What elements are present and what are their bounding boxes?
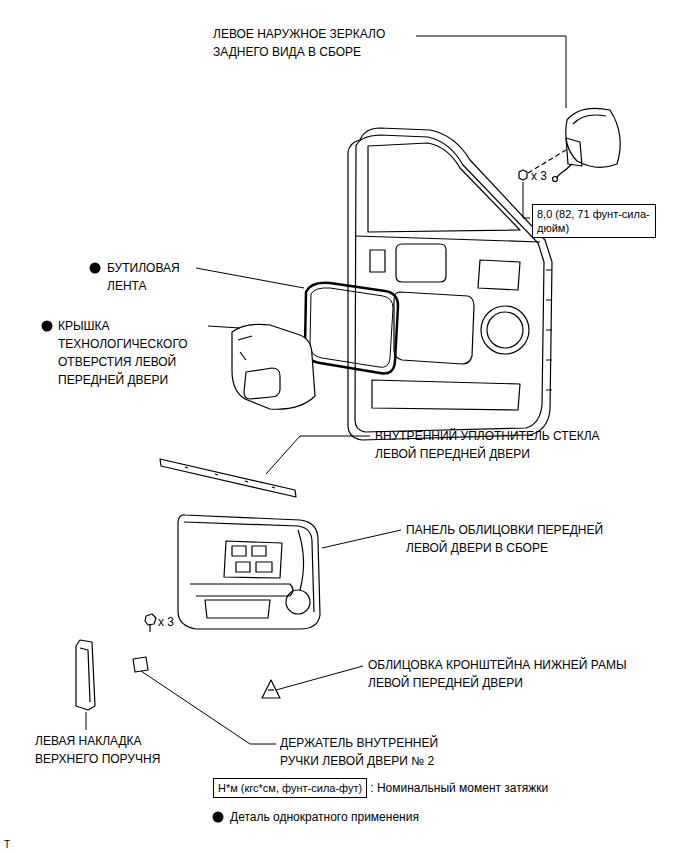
- hole-cover: [238, 336, 252, 360]
- handle-holder: [133, 657, 148, 672]
- hole-cover-cutout: [244, 368, 280, 399]
- torque-box: 8,0 (82, 71 фунт-сила-дюйм): [532, 204, 656, 238]
- legend-text: Деталь однократного применения: [230, 808, 419, 826]
- page-mark: Т: [4, 836, 10, 854]
- quantity-label: x 3: [158, 613, 174, 631]
- butyl-tape: [310, 288, 393, 367]
- speaker-hole: [481, 306, 529, 354]
- single-use-mark: [90, 263, 101, 274]
- door-hole: [372, 380, 520, 410]
- nut: [519, 170, 527, 180]
- leader-line: [416, 36, 566, 108]
- door-pocket: [205, 600, 270, 618]
- switch-base: [224, 541, 282, 578]
- glass-weatherstrip: [185, 467, 275, 488]
- speaker-hole: [487, 312, 523, 348]
- mirror-base: [566, 138, 582, 166]
- leader-line: [196, 268, 304, 288]
- hinge-edge: [546, 270, 552, 390]
- bracket-trim: [268, 689, 274, 690]
- connector: [553, 177, 558, 182]
- leader-line: [208, 326, 240, 328]
- part-name: ВНУТРЕННИЙ УПЛОТНИТЕЛЬ СТЕКЛА ЛЕВОЙ ПЕРЕ…: [375, 427, 611, 463]
- single-use-mark: [213, 812, 224, 823]
- leader-line: [276, 666, 363, 690]
- leader-line: [86, 712, 87, 730]
- mirror-wire: [556, 164, 572, 178]
- window-opening: [368, 143, 520, 232]
- glass-weatherstrip: [160, 459, 296, 497]
- trim-panel: [184, 522, 314, 612]
- bracket-trim: [262, 680, 280, 698]
- part-name: БУТИЛОВАЯ ЛЕНТА: [107, 259, 193, 295]
- single-use-mark: [42, 321, 53, 332]
- door-hole: [396, 244, 446, 282]
- leader-line: [141, 671, 276, 744]
- door-shell: [348, 128, 552, 440]
- door-inner: [355, 135, 544, 432]
- belt-line: [356, 236, 540, 242]
- door-hole: [478, 260, 520, 290]
- leader-line: [523, 182, 530, 218]
- handle-cover: [80, 648, 90, 702]
- torque-legend-box: Н*м (кгс*см, фунт-сила-фут): [213, 778, 367, 798]
- mirror-housing: [566, 108, 620, 167]
- door-hole: [394, 292, 474, 364]
- handle-cover: [76, 640, 95, 710]
- quantity-label: x 3: [531, 167, 547, 185]
- screw: [149, 624, 150, 632]
- trim-panel: [298, 530, 304, 590]
- door-hole: [370, 250, 385, 272]
- legend-text: : Номинальный момент затяжки: [370, 779, 548, 797]
- screw: [145, 614, 156, 625]
- part-name: ЛЕВОЕ НАРУЖНОЕ ЗЕРКАЛО ЗАДНЕГО ВИДА В СБ…: [213, 25, 413, 61]
- part-name: ПАНЕЛЬ ОБЛИЦОВКИ ПЕРЕДНЕЙ ЛЕВОЙ ДВЕРИ В …: [406, 521, 638, 557]
- speaker-grille: [286, 590, 310, 614]
- leader-line: [266, 436, 370, 474]
- trim-panel: [178, 515, 320, 629]
- leader-line: [322, 530, 401, 548]
- part-name: ОБЛИЦОВКА КРОНШТЕЙНА НИЖНЕЙ РАМЫ ЛЕВОЙ П…: [368, 656, 630, 692]
- butyl-tape: [305, 283, 398, 374]
- armrest: [190, 584, 293, 596]
- part-name: КРЫШКА ТЕХНОЛОГИЧЕСКОГО ОТВЕРСТИЯ ЛЕВОЙ …: [58, 317, 204, 389]
- switch: [232, 546, 272, 572]
- node-text: 8,0 (82, 71 фунт-сила-дюйм): [537, 207, 651, 235]
- node-text: Н*м (кгс*см, фунт-сила-фут): [218, 781, 362, 795]
- part-name: ЛЕВАЯ НАКЛАДКА ВЕРХНЕГО ПОРУЧНЯ: [35, 732, 185, 768]
- hole-cover: [232, 324, 315, 409]
- part-name: ДЕРЖАТЕЛЬ ВНУТРЕННЕЙ РУЧКИ ЛЕВОЙ ДВЕРИ №…: [280, 734, 472, 770]
- mirror-housing: [573, 115, 606, 124]
